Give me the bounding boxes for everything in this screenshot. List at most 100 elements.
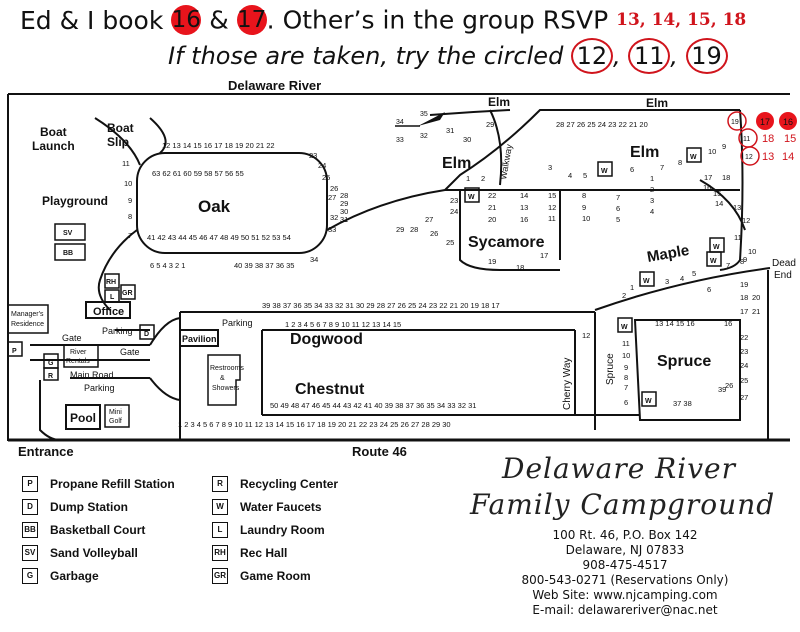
elm-29: 29 <box>486 120 494 129</box>
header-prefix: Ed & I book <box>20 5 164 35</box>
oak-34: 34 <box>310 255 318 264</box>
syc-l-26: 26 <box>430 229 438 238</box>
spruce-r-19: 19 <box>740 280 748 289</box>
gate-2: Gate <box>120 347 140 357</box>
syc-13: 13 <box>520 203 528 212</box>
elm-17: 17 <box>760 117 770 127</box>
oak-inner-top: 63 62 61 60 59 58 57 56 55 <box>152 169 244 178</box>
maple-2: 2 <box>622 291 626 300</box>
elm-row-sites: 28 27 26 25 24 23 22 21 20 <box>556 120 648 129</box>
legend-code: R <box>212 476 228 492</box>
restrooms-box <box>207 354 241 406</box>
dead-end-2: End <box>774 270 792 281</box>
pool-label: Pool <box>70 411 96 425</box>
syc-10: 10 <box>582 214 590 223</box>
address-reservations: 800-543-0271 (Reservations Only) <box>521 573 729 587</box>
syc-18: 18 <box>516 263 524 272</box>
legend-code: W <box>212 499 228 515</box>
maple-5: 5 <box>692 269 696 278</box>
river-rentals-box <box>63 344 99 368</box>
elm-31: 31 <box>446 126 454 135</box>
restrooms-3: Showers <box>212 385 240 392</box>
separator: , <box>612 42 621 70</box>
w-marker-6: W <box>643 278 650 285</box>
elm-34: 34 <box>396 119 404 126</box>
address-web[interactable]: Web Site: www.njcamping.com <box>532 588 718 602</box>
river-rentals-1: River <box>70 349 87 356</box>
elm-32: 32 <box>420 133 428 140</box>
route-label: Route 46 <box>352 444 407 459</box>
syc-14: 14 <box>520 191 528 200</box>
oak-r-33: 33 <box>328 225 336 234</box>
elm-19: 19 <box>731 119 739 126</box>
maple-14: 14 <box>715 199 723 208</box>
walkway-road <box>489 109 503 186</box>
spruce-39: 39 <box>718 385 726 394</box>
elm-top-2: Elm <box>646 96 668 110</box>
sv-court-box <box>54 223 86 241</box>
spruce-col-12: 12 <box>582 331 590 340</box>
pavilion-box <box>179 329 219 347</box>
gate-road <box>149 317 181 346</box>
spruce-r-20: 20 <box>752 293 760 302</box>
w-box-3 <box>686 147 702 163</box>
elm-35: 35 <box>420 111 428 118</box>
east-loop <box>699 179 746 231</box>
r-marker: R <box>48 373 53 380</box>
map-ring-19 <box>727 111 747 131</box>
oak-left-8: 8 <box>128 212 132 221</box>
spruce-r-25: 25 <box>740 376 748 385</box>
oak-left-7: 7 <box>128 231 132 240</box>
maple-7: 7 <box>726 261 730 270</box>
elm-10: 10 <box>708 147 716 156</box>
managers-box <box>7 304 49 334</box>
river-rentals-2: Rentals <box>66 358 90 365</box>
header-line-2: If those are taken, try the circled 12, … <box>168 38 728 74</box>
legend-label: Game Room <box>240 569 311 583</box>
dogwood-sites: 1 2 3 4 5 6 7 8 9 10 11 12 13 14 15 <box>285 320 401 329</box>
address-street: 100 Rt. 46, P.O. Box 142 <box>552 528 698 542</box>
legend-code: G <box>22 568 38 584</box>
w-box-6 <box>639 271 655 287</box>
legend-label: Water Faucets <box>240 500 322 514</box>
address-email[interactable]: E-mail: delawareriver@nac.net <box>532 603 718 617</box>
spruce-col-11: 11 <box>622 339 630 348</box>
syc-5: 5 <box>616 215 620 224</box>
oak-r-24: 24 <box>318 161 326 170</box>
office-label: Office <box>93 306 124 318</box>
elm-16: 16 <box>783 117 793 127</box>
syc-7: 7 <box>616 193 620 202</box>
boat-launch-1: Boat <box>40 125 67 139</box>
brand-line-1: Delaware River <box>502 452 736 485</box>
bottom-row-sites: 1 2 3 4 5 6 7 8 9 10 11 12 13 14 15 16 1… <box>178 420 451 429</box>
elm-30: 30 <box>463 135 471 144</box>
boat-slip-1: Boat <box>107 121 134 135</box>
legend-label: Propane Refill Station <box>50 477 175 491</box>
syc-22: 22 <box>488 191 496 200</box>
syc-l-27: 27 <box>425 215 433 224</box>
office-box <box>85 301 131 319</box>
maple-10: 10 <box>748 247 756 256</box>
oak-left-9: 9 <box>128 196 132 205</box>
oak-r-29: 29 <box>340 199 348 208</box>
managers-1: Manager's <box>11 311 44 318</box>
syc-l-24: 24 <box>450 207 458 216</box>
maple-6: 6 <box>707 285 711 294</box>
spruce-label: Spruce <box>657 353 711 370</box>
address-block: 100 Rt. 46, P.O. Box 142 Delaware, NJ 07… <box>480 528 770 618</box>
elm-6: 6 <box>630 165 634 174</box>
bb-marker: BB <box>63 250 73 257</box>
syc-21: 21 <box>488 203 496 212</box>
legend-label: Recycling Center <box>240 477 339 491</box>
mini-golf-2: Golf <box>109 418 122 425</box>
p-marker: P <box>12 348 17 355</box>
maple-15: 15 <box>713 189 721 198</box>
restrooms-1: Restrooms <box>210 365 244 372</box>
spruce-r-17: 17 <box>740 307 748 316</box>
river-label: Delaware River <box>228 78 321 93</box>
road-lines <box>7 93 790 442</box>
header-line-1: Ed & I book 16 & 17. Other’s in the grou… <box>0 4 800 36</box>
gr-marker: GR <box>122 290 133 297</box>
